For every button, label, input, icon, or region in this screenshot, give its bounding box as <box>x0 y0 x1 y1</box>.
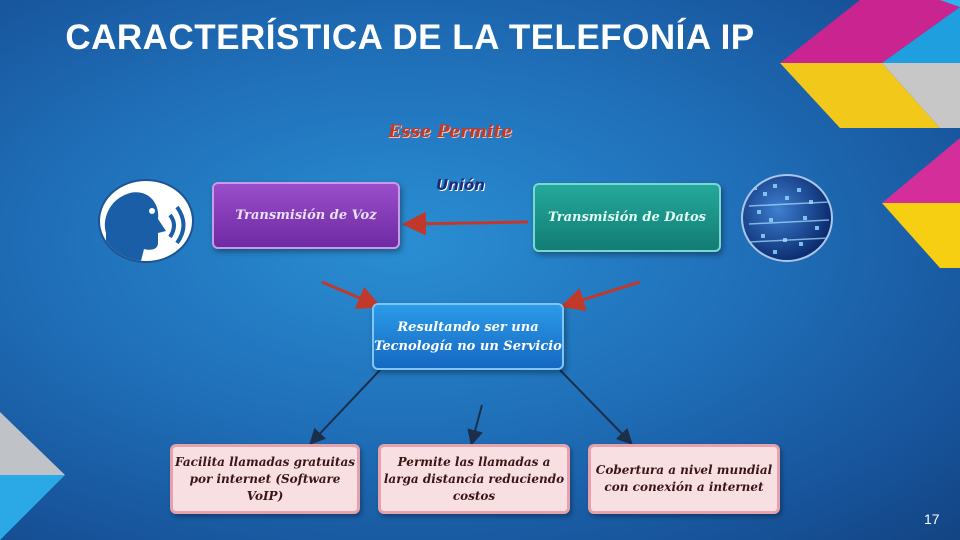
benefit-box-long-distance: Permite las llamadas a larga distancia r… <box>378 444 570 514</box>
union-label: Unión <box>436 176 485 194</box>
voice-transmission-box: Transmisión de Voz <box>212 182 400 249</box>
data-transmission-box: Transmisión de Datos <box>533 183 721 252</box>
page-number: 17 <box>924 511 940 527</box>
benefit-box-free-calls: Facilita llamadas gratuitas por internet… <box>170 444 360 514</box>
slide-title: CARACTERÍSTICA DE LA TELEFONÍA IP <box>65 18 755 57</box>
result-box: Resultando ser una Tecnología no un Serv… <box>372 303 564 370</box>
arrow-union <box>402 211 529 236</box>
arrow-data-to-result <box>560 280 641 312</box>
speaking-head-icon <box>98 179 194 263</box>
arrow-voice-to-result <box>321 280 382 309</box>
arrow-result-to-benefit-3 <box>559 369 633 445</box>
diagram-heading: Esse Permite <box>388 122 513 142</box>
digital-data-icon <box>741 174 833 262</box>
benefit-box-worldwide-coverage: Cobertura a nivel mundial con conexión a… <box>588 444 780 514</box>
arrow-result-to-benefit-2 <box>467 404 483 446</box>
arrow-result-to-benefit-1 <box>309 369 381 445</box>
